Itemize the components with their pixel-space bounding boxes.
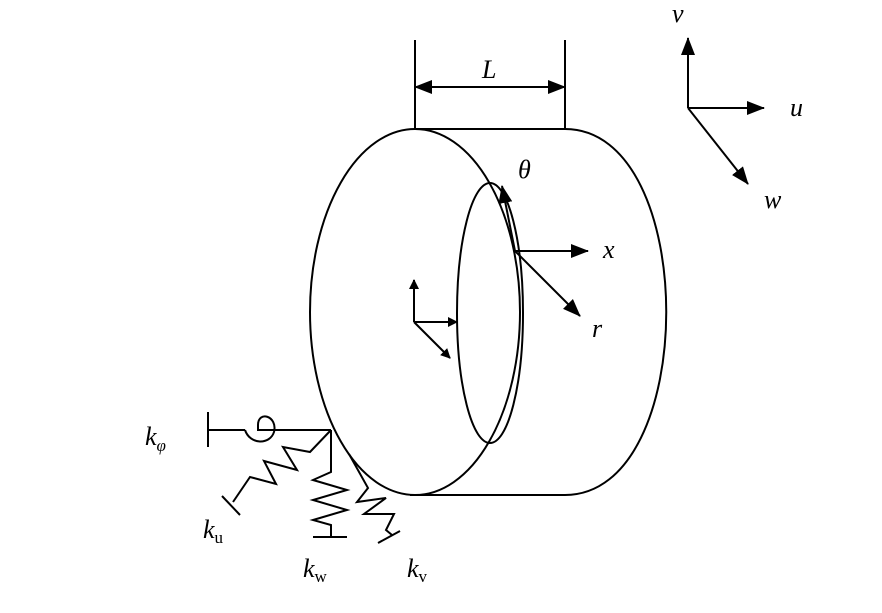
inner-ellipse xyxy=(456,182,524,444)
r-label: r xyxy=(592,314,603,343)
length-dimension: L xyxy=(414,40,566,129)
small-axes xyxy=(409,279,458,359)
r-arrow xyxy=(514,250,581,317)
spring-kv xyxy=(348,453,401,544)
w-axis-arrow xyxy=(687,107,749,185)
spring-ku xyxy=(221,429,332,516)
length-label: L xyxy=(481,55,496,84)
rotational-spring xyxy=(207,412,331,447)
v-label: v xyxy=(672,0,684,28)
cylinder xyxy=(309,128,668,496)
springs xyxy=(207,412,401,544)
u-label: u xyxy=(790,93,803,122)
theta-label: θ xyxy=(518,155,531,184)
k-phi-label: kφ xyxy=(145,422,166,455)
global-axes: v u w xyxy=(672,0,803,214)
local-coordinates: θ x r xyxy=(498,155,615,343)
theta-arrow xyxy=(498,185,516,252)
x-label: x xyxy=(602,235,615,264)
back-face-arc xyxy=(564,128,668,496)
k-v-label: kv xyxy=(407,554,428,586)
k-u-label: ku xyxy=(203,515,224,547)
spring-kw xyxy=(309,430,351,538)
k-w-label: kw xyxy=(303,554,328,586)
w-label: w xyxy=(764,185,782,214)
